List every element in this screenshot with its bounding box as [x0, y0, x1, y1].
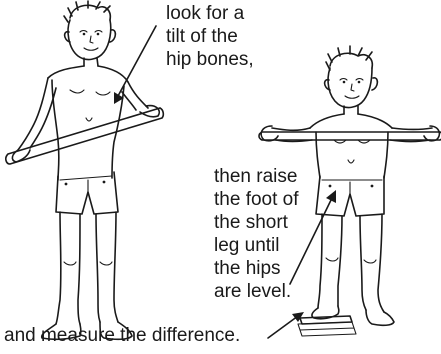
caption-bottom: and measure the difference.	[4, 325, 240, 347]
caption-top-right-line-3: hip bones,	[166, 49, 254, 71]
caption-top-right-line-1: look for a	[166, 3, 244, 25]
caption-top-right-line-2: tilt of the	[166, 26, 238, 48]
arrow-icon	[268, 316, 298, 338]
caption-middle-line-6: are level.	[214, 281, 291, 303]
caption-middle-line-1: then raise	[214, 166, 297, 188]
caption-middle-line-2: the foot of	[214, 189, 299, 211]
caption-middle-line-3: the short	[214, 212, 288, 234]
left-boy-figure	[6, 1, 163, 339]
arrow-icon	[118, 26, 156, 96]
caption-middle-line-4: leg until	[214, 235, 280, 257]
caption-middle-line-5: the hips	[214, 258, 281, 280]
